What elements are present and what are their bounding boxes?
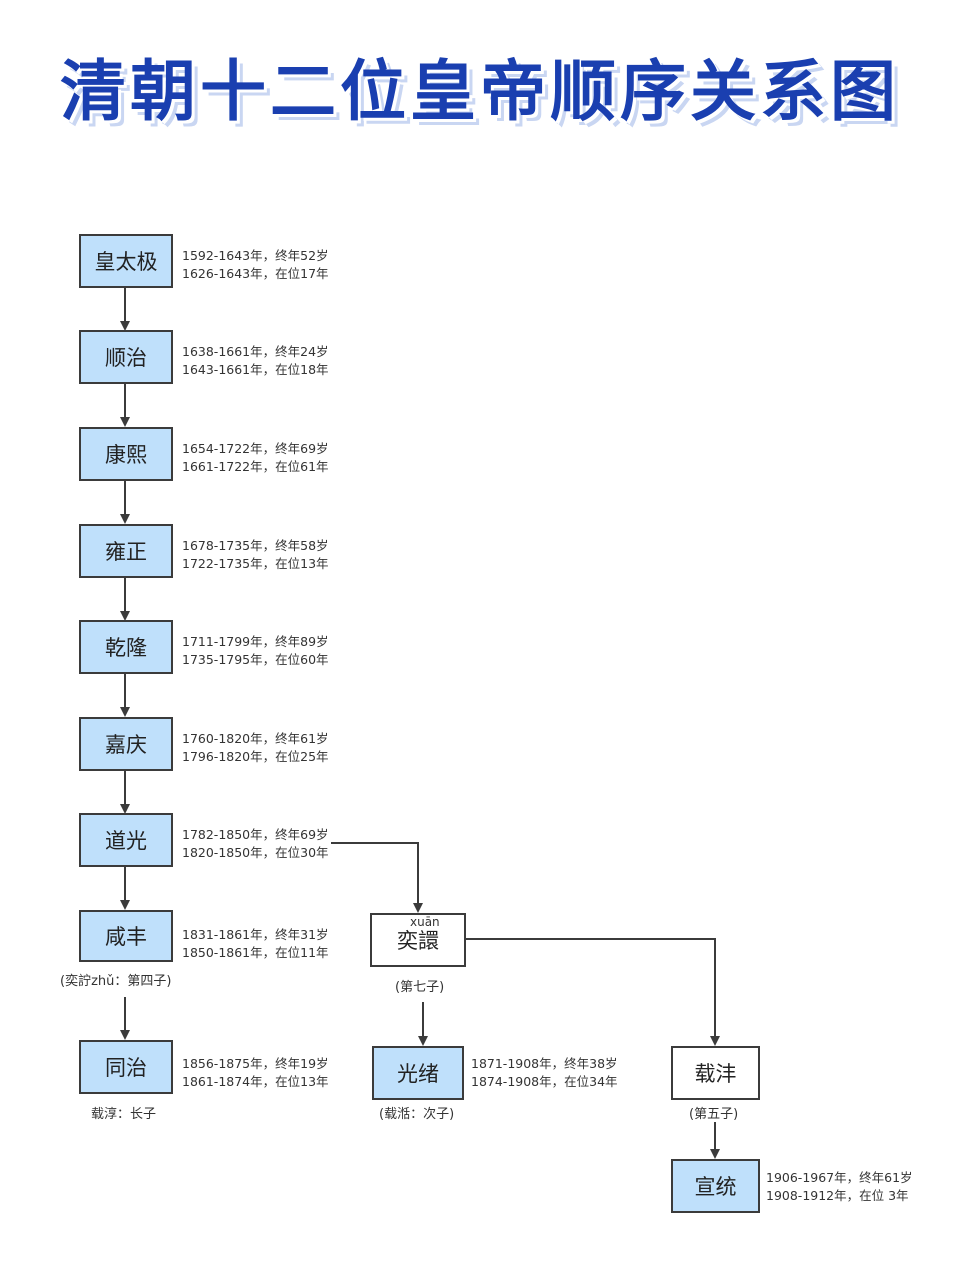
- info-jiaqing: 1760-1820年，终年61岁 1796-1820年，在位25年: [182, 731, 329, 764]
- info-qianlong: 1711-1799年，终年89岁 1735-1795年，在位60年: [182, 634, 329, 667]
- info-xianfeng: 1831-1861年，终年31岁 1850-1861年，在位11年: [182, 927, 329, 960]
- node-tongzhi: 同治: [79, 1040, 173, 1094]
- info-yongzheng: 1678-1735年，终年58岁 1722-1735年，在位13年: [182, 538, 329, 571]
- info-tongzhi: 1856-1875年，终年19岁 1861-1874年，在位13年: [182, 1056, 329, 1089]
- note-tongzhi: 载淳：长子: [91, 1107, 157, 1122]
- node-kangxi: 康熙: [79, 427, 173, 481]
- info-xuantong: 1906-1967年，终年61岁 1908-1912年，在位 3年: [766, 1170, 913, 1203]
- note-zaifeng: (第五子): [689, 1107, 739, 1122]
- node-yongzheng: 雍正: [79, 524, 173, 578]
- info-daoguang: 1782-1850年，终年69岁 1820-1850年，在位30年: [182, 827, 329, 860]
- node-yixuan: 奕譞: [370, 913, 466, 967]
- info-kangxi: 1654-1722年，终年69岁 1661-1722年，在位61年: [182, 441, 329, 474]
- note-yixuan: (第七子): [395, 980, 445, 995]
- info-huangtaiji: 1592-1643年，终年52岁 1626-1643年，在位17年: [182, 248, 329, 281]
- node-guangxu: 光绪: [372, 1046, 464, 1100]
- edge-yixuan-zaifeng: [466, 938, 720, 1046]
- node-xuantong: 宣统: [671, 1159, 760, 1213]
- info-guangxu: 1871-1908年，终年38岁 1874-1908年，在位34年: [471, 1056, 618, 1089]
- pinyin-yixuan: xuān: [410, 915, 440, 929]
- node-shunzhi: 顺治: [79, 330, 173, 384]
- node-jiaqing: 嘉庆: [79, 717, 173, 771]
- node-qianlong: 乾隆: [79, 620, 173, 674]
- node-zaifeng: 载沣: [671, 1046, 760, 1100]
- edge-daoguang-yixuan: [331, 842, 423, 913]
- info-shunzhi: 1638-1661年，终年24岁 1643-1661年，在位18年: [182, 344, 329, 377]
- page-title: 清朝十二位皇帝顺序关系图: [60, 53, 900, 130]
- node-huangtaiji: 皇太极: [79, 234, 173, 288]
- note-xianfeng: (奕詝zhǔ：第四子): [60, 974, 172, 989]
- node-daoguang: 道光: [79, 813, 173, 867]
- node-xianfeng: 咸丰: [79, 910, 173, 962]
- note-guangxu: (载湉：次子): [379, 1107, 455, 1122]
